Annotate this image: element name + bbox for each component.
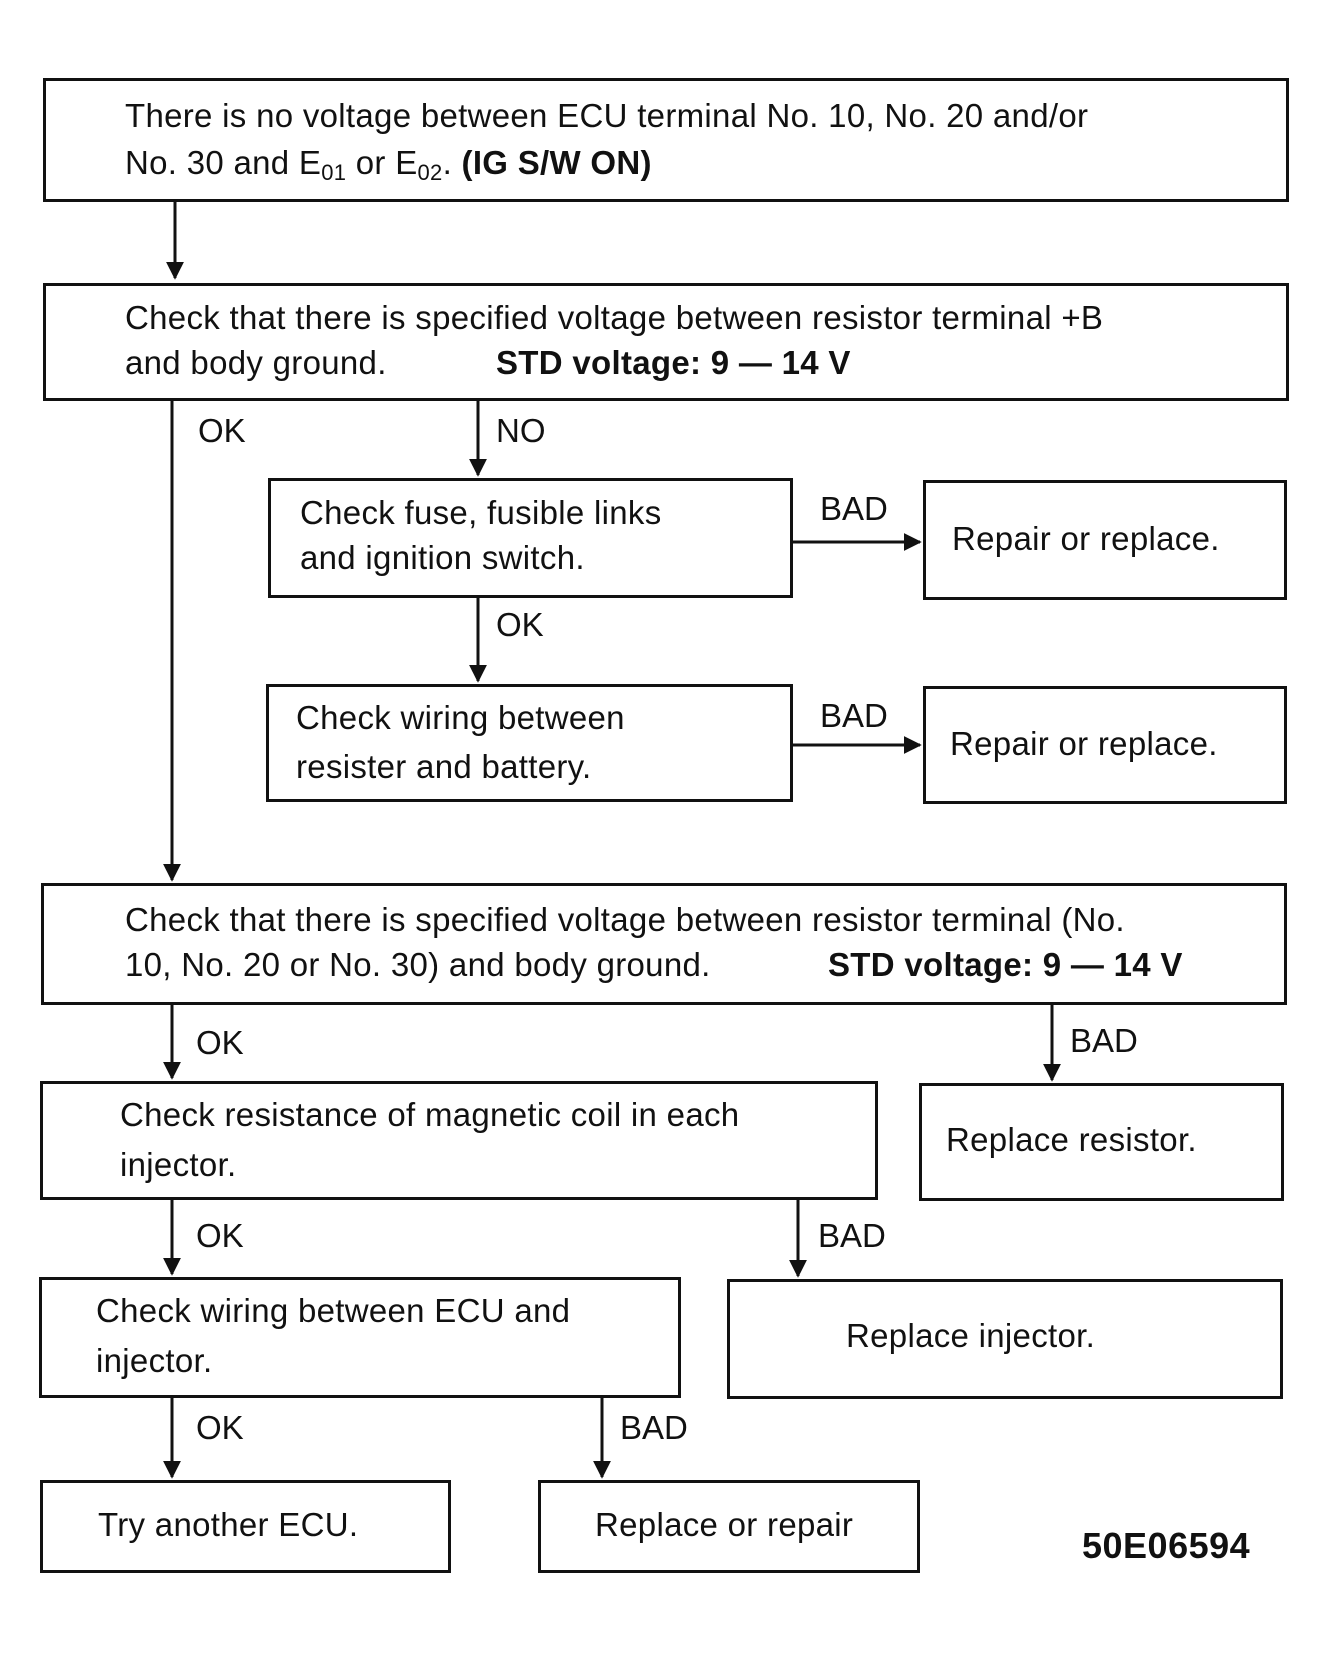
box5-line1: Check wiring between [296, 699, 625, 736]
label-bad-box7: BAD [1070, 1022, 1138, 1059]
box2-std-voltage: STD voltage: 9 — 14 V [496, 344, 851, 381]
box7-line2: 10, No. 20 or No. 30) and body ground. [125, 946, 711, 983]
box2-line1: Check that there is specified voltage be… [125, 299, 1104, 336]
label-no-box2: NO [496, 412, 546, 449]
box6-text: Repair or replace. [950, 725, 1218, 762]
box5-line2: resister and battery. [296, 748, 592, 785]
label-bad-box8: BAD [818, 1217, 886, 1254]
label-ok-box3: OK [496, 606, 544, 643]
box3-line2: and ignition switch. [300, 539, 585, 576]
box4-text: Repair or replace. [952, 520, 1220, 557]
box8-line1: Check resistance of magnetic coil in eac… [120, 1096, 740, 1133]
box1-line2-c: . [442, 144, 462, 181]
box11-text: Replace injector. [846, 1317, 1096, 1354]
box1-ig-switch-note: (IG S/W ON) [461, 144, 652, 181]
box10-line1: Check wiring between ECU and [96, 1292, 571, 1329]
box-repair-or-replace-1 [923, 480, 1287, 600]
box-try-another-ecu [40, 1480, 451, 1573]
box13-text: Replace or repair [595, 1506, 854, 1543]
label-bad-box5: BAD [820, 697, 888, 734]
box12-text: Try another ECU. [98, 1506, 359, 1543]
box-check-terminal-no-voltage [41, 883, 1287, 1005]
box-no-voltage-condition [43, 78, 1289, 202]
box1-sub-e02: 02 [417, 160, 443, 185]
box1-line1: There is no voltage between ECU terminal… [125, 97, 1089, 134]
box8-line2: injector. [120, 1146, 237, 1183]
box1-sub-e01: 01 [321, 160, 347, 185]
box-replace-or-repair [538, 1480, 920, 1573]
box-replace-resistor [919, 1083, 1284, 1201]
box2-line2: and body ground. [125, 344, 387, 381]
label-ok-box8: OK [196, 1217, 244, 1254]
box1-line2-b: or E [346, 144, 418, 181]
box3-line1: Check fuse, fusible links [300, 494, 662, 531]
box1-line2: No. 30 and E01 or E02. (IG S/W ON) [125, 140, 652, 196]
box-replace-injector [727, 1279, 1283, 1399]
box7-line1: Check that there is specified voltage be… [125, 901, 1125, 938]
label-ok-box7: OK [196, 1024, 244, 1061]
label-bad-box10: BAD [620, 1409, 688, 1446]
box-check-terminal-b-voltage [43, 283, 1289, 401]
box-check-wiring-ecu-injector [39, 1277, 681, 1398]
box9-text: Replace resistor. [946, 1121, 1197, 1158]
label-ok-box2: OK [198, 412, 246, 449]
label-ok-box10: OK [196, 1409, 244, 1446]
box10-line2: injector. [96, 1342, 213, 1379]
figure-code: 50E06594 [1082, 1525, 1251, 1566]
box-check-fuse-links-switch [268, 478, 793, 598]
box-repair-or-replace-2 [923, 686, 1287, 804]
box-check-wiring-resister-battery [266, 684, 793, 802]
box7-std-voltage: STD voltage: 9 — 14 V [828, 946, 1183, 983]
box1-line2-a: No. 30 and E [125, 144, 322, 181]
label-bad-box3: BAD [820, 490, 888, 527]
box-check-coil-resistance [40, 1081, 878, 1200]
